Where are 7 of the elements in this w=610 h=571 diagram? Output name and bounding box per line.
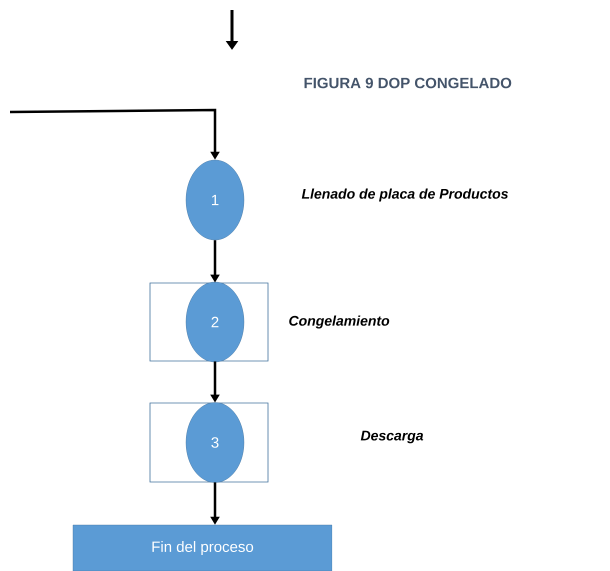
title: FIGURA 9 DOP CONGELADO	[304, 78, 512, 88]
end-box: Fin del proceso	[72, 524, 332, 571]
frame-box	[150, 402, 268, 482]
step-label: Llenado de placa de Productos	[302, 188, 508, 202]
step-label: Descarga	[360, 430, 424, 444]
frame-box	[150, 282, 268, 362]
step-label: Congelamiento	[289, 315, 390, 329]
